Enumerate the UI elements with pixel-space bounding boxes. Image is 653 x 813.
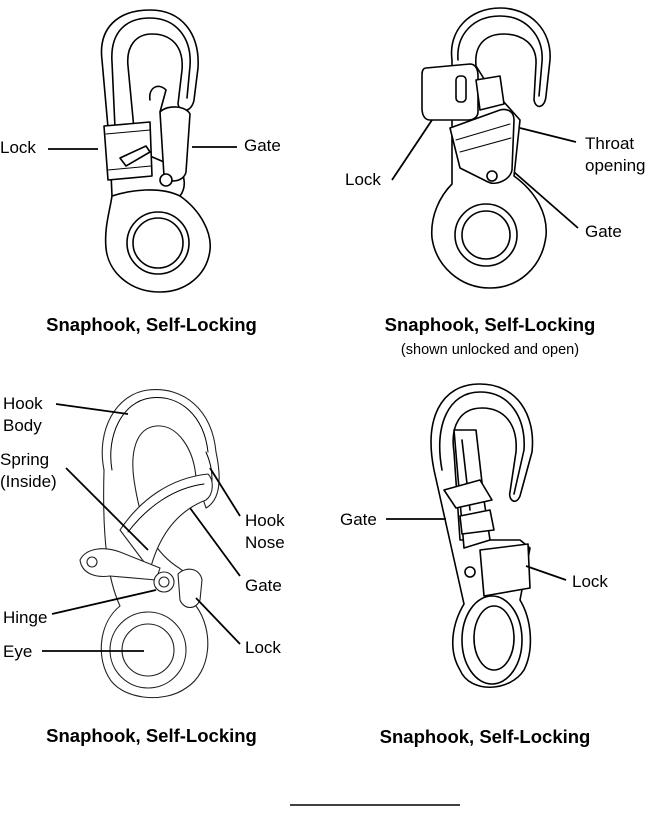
snaphook-top-left-body [100,9,211,293]
snaphook-top-left-illustration [100,9,211,293]
label-throat-opening: Throat opening [585,134,646,175]
label-hook-nose: Hook Nose [245,511,285,552]
snaphook-top-right-eye [454,203,518,267]
caption-bottom-left: Snaphook, Self-Locking [46,725,257,746]
snaphook-top-right-lock [421,63,479,121]
label-lock: Lock [0,138,36,157]
label-lock: Lock [345,170,381,189]
subcaption-top-right: (shown unlocked and open) [400,342,580,358]
label-gate: Gate [340,510,377,529]
label-gate: Gate [245,576,282,595]
snaphook-top-right-illustration [421,7,551,289]
snaphook-bottom-right-eye [461,595,523,685]
label-eye: Eye [3,642,33,661]
snaphook-bottom-right-illustration [430,383,534,689]
label-hinge: Hinge [3,608,48,627]
snaphook-top-left-eye [126,211,190,275]
caption-top-right: Snaphook, Self-Locking [384,314,596,335]
label-lock: Lock [245,638,281,657]
snaphook-bottom-right-lock [479,543,531,597]
label-gate: Gate [585,222,622,241]
caption-top-left: Snaphook, Self-Locking [46,314,257,335]
label-gate: Gate [244,136,281,155]
snaphook-top-left-lock [103,121,153,181]
label-lock: Lock [572,572,608,591]
label-hook-body: Hook Body [3,394,43,435]
leader-lines [42,119,579,652]
snaphook-top-left-gate [159,106,191,182]
snaphook-bottom-left-lock [177,568,203,609]
caption-bottom-right: Snaphook, Self-Locking [379,726,591,747]
label-spring: Spring (Inside) [0,450,57,491]
